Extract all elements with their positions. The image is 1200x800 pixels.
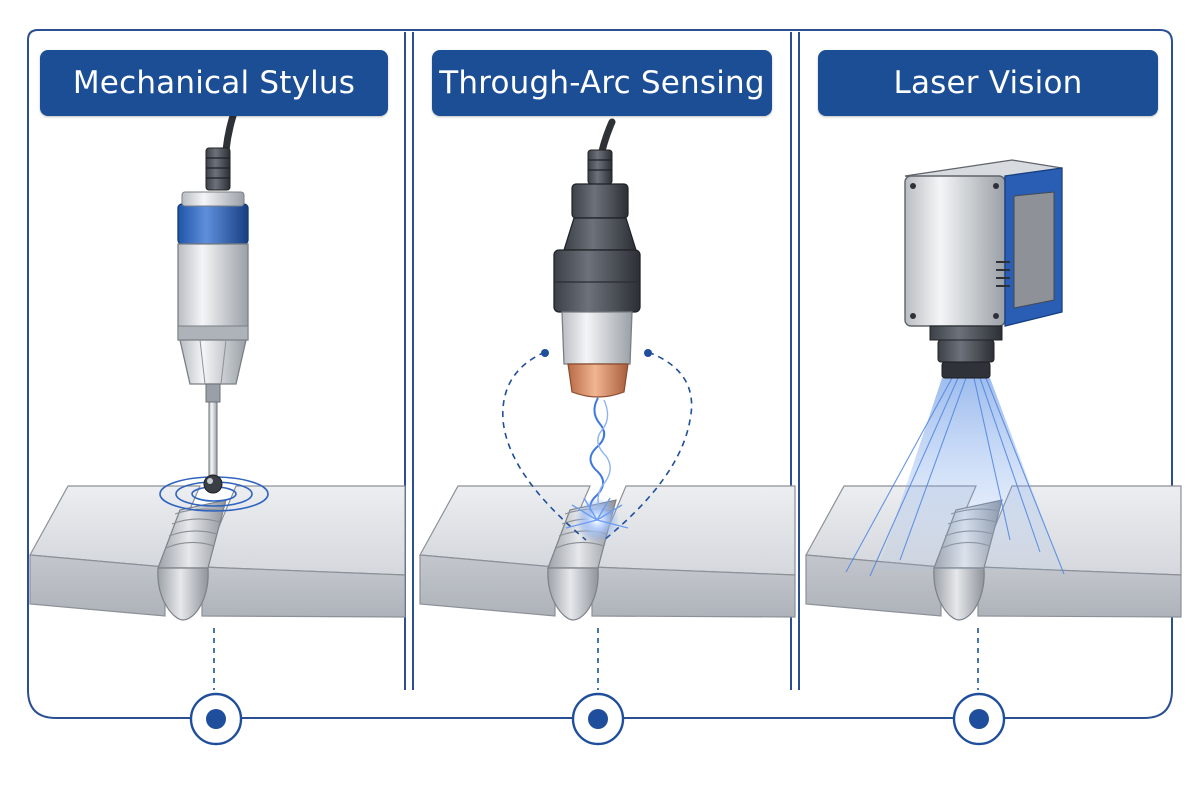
loop-endpoint [541, 349, 549, 357]
outer-frame [27, 29, 1173, 719]
panel-title-through-arc-sensing: Through-Arc Sensing [432, 50, 772, 116]
panel-title-mechanical-stylus: Mechanical Stylus [40, 50, 388, 116]
bottom-timeline [189, 628, 1006, 746]
panel-through-arc-sensing [419, 118, 796, 621]
panel-laser-vision [805, 159, 1182, 621]
timeline-node [571, 692, 625, 746]
loop-endpoint [644, 349, 652, 357]
timeline-node [952, 692, 1006, 746]
feedback-loop [502, 351, 693, 541]
laser-lines [845, 377, 1065, 577]
timeline-node [189, 692, 243, 746]
laser-camera-icon [904, 159, 1063, 379]
laser-beam [878, 378, 1062, 570]
panel-title-laser-vision: Laser Vision [818, 50, 1158, 116]
stylus-probe-icon [177, 112, 249, 494]
panel-mechanical-stylus [29, 112, 406, 621]
welding-torch-icon [553, 118, 641, 542]
